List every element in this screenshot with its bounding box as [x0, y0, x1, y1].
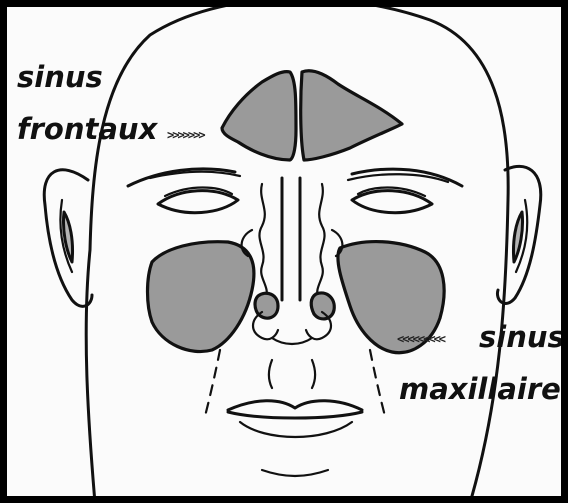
lower-lip	[240, 422, 352, 437]
nose-base	[272, 338, 312, 344]
philtrum-right	[312, 360, 315, 388]
upper-lip	[228, 401, 362, 410]
frontal-sinus-label-line1: sinus	[17, 63, 103, 92]
frontal-sinus-right	[301, 71, 402, 160]
chin-line	[262, 470, 328, 476]
turbinate-right	[311, 293, 334, 319]
frontal-sinus-arrow: >>>>>>>	[167, 129, 204, 141]
maxillary-sinus-arrow: <<<<<<<<<	[397, 333, 444, 345]
cheek-line-right	[370, 350, 386, 420]
right-eyebrow	[352, 169, 462, 186]
philtrum-left	[269, 360, 272, 388]
maxillary-sinus-label-line2: maxillaires	[399, 375, 568, 404]
cheek-line-left	[204, 350, 220, 420]
frontal-sinus-label-line2: frontaux	[17, 115, 157, 144]
maxillary-sinus-label-line1: sinus	[479, 323, 565, 352]
mouth-line	[228, 412, 362, 418]
head-outline	[86, 0, 508, 503]
frontal-sinus-left	[222, 72, 296, 160]
maxillary-sinus-left	[148, 242, 254, 352]
ethmoid-left	[259, 184, 266, 298]
ethmoid-right	[317, 184, 324, 298]
right-ear-shade	[513, 212, 522, 262]
